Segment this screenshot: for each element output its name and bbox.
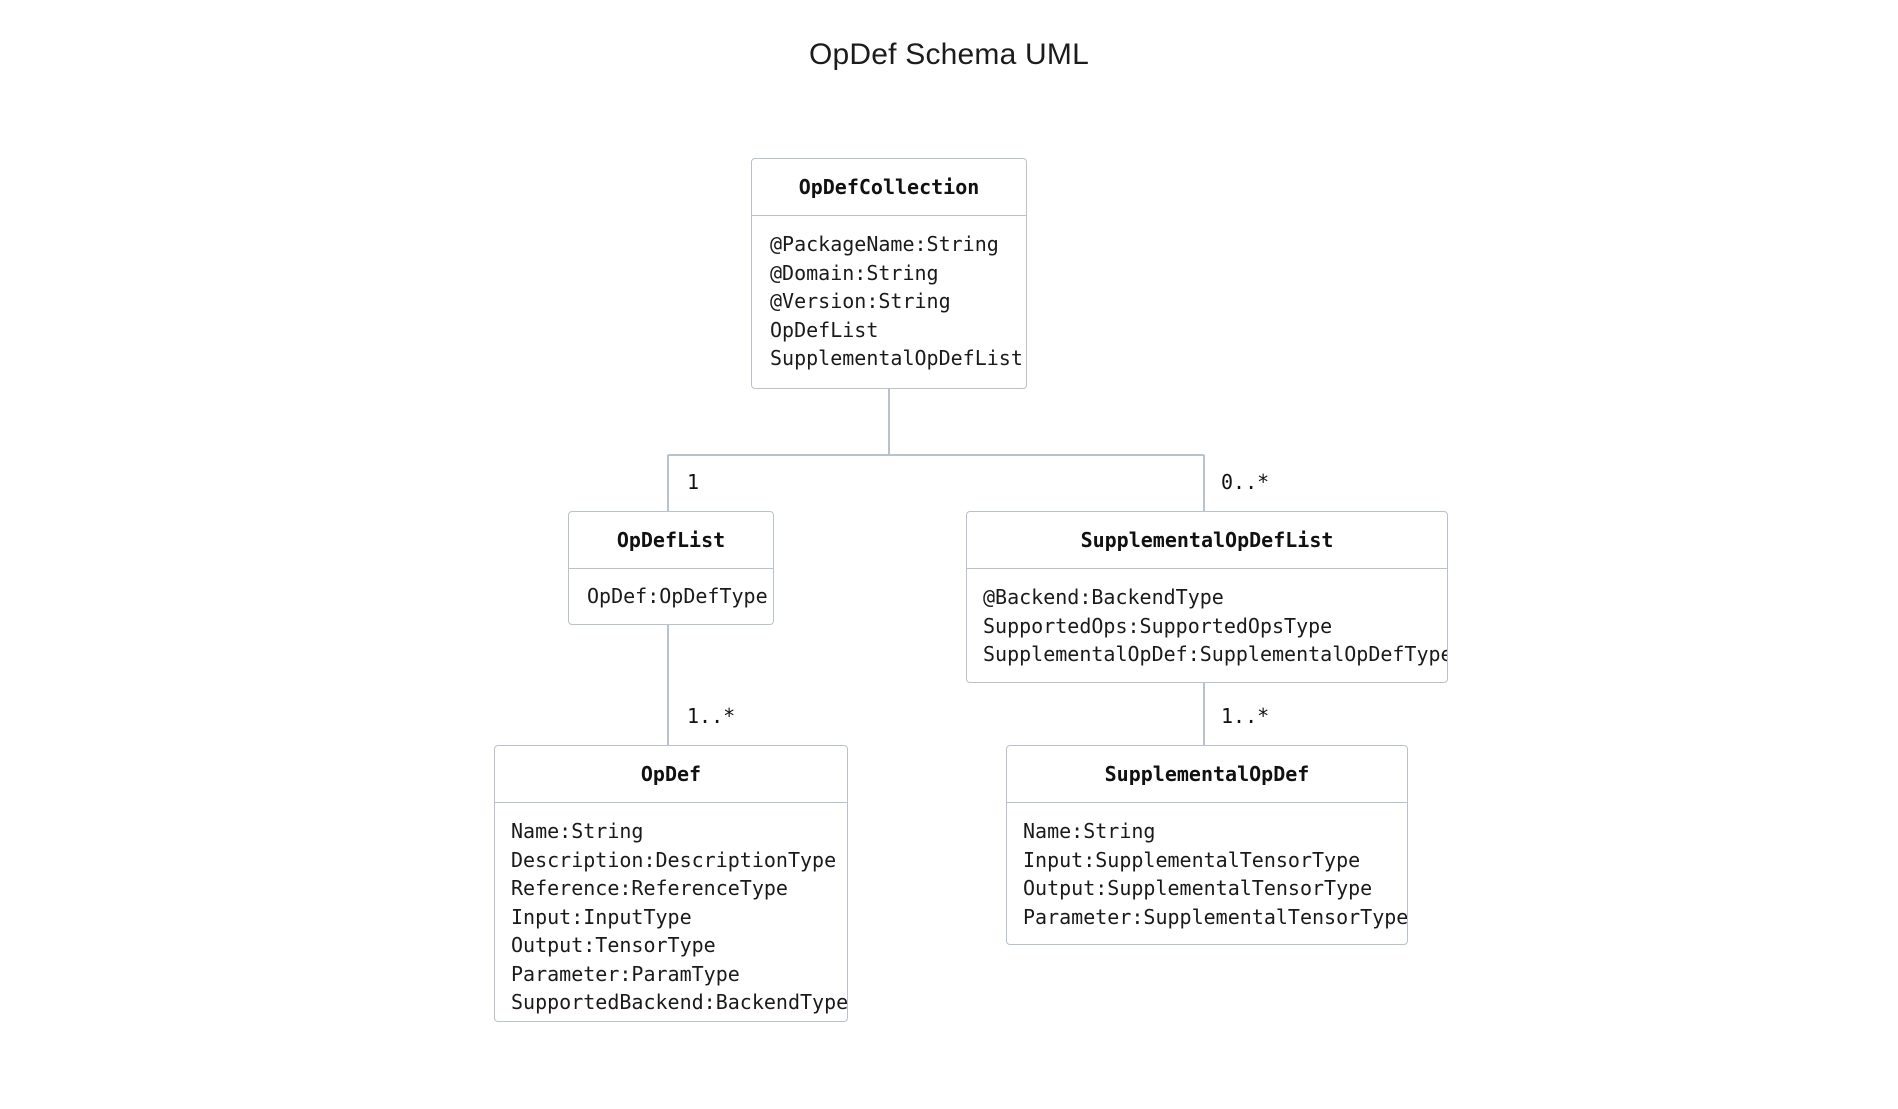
uml-attribute: Description:DescriptionType (511, 847, 837, 872)
page-title: OpDef Schema UML (809, 38, 1089, 71)
uml-attribute: Parameter:ParamType (511, 961, 740, 986)
uml-divider (1007, 802, 1407, 803)
multiplicity-label-opdeflist: 1 (687, 470, 700, 494)
uml-class-opdeflist[interactable]: OpDefList OpDef:OpDefType (568, 511, 774, 625)
uml-attribute: SupplementalOpDefList (770, 346, 1023, 370)
uml-attribute-list: Name:String Input:SupplementalTensorType… (1007, 803, 1408, 944)
uml-divider (752, 215, 1026, 216)
uml-class-name: SupplementalOpDef (1104, 762, 1310, 786)
multiplicity-label-supplementalopdef: 1..* (1221, 704, 1270, 728)
uml-attribute-list: @Backend:BackendType SupportedOps:Suppor… (967, 569, 1448, 682)
uml-attribute: Output:TensorType (511, 933, 716, 957)
uml-attribute: Parameter:SupplementalTensorType (1023, 904, 1408, 929)
uml-attribute: OpDefList (770, 317, 879, 342)
uml-divider (495, 802, 847, 803)
uml-attribute-list: Name:String Description:DescriptionType … (495, 803, 848, 1021)
uml-attribute: Reference:ReferenceType (511, 876, 788, 900)
uml-attribute-list: @PackageName:String @Domain:String @Vers… (752, 216, 1026, 387)
uml-class-name: OpDef (640, 762, 702, 786)
uml-divider (569, 568, 773, 569)
uml-attribute: Name:String (511, 819, 644, 843)
uml-class-supplementalopdef[interactable]: SupplementalOpDef Name:String Input:Supp… (1006, 745, 1408, 945)
uml-class-name: SupplementalOpDefList (1080, 528, 1334, 552)
uml-attribute-list: OpDef:OpDefType (569, 569, 773, 624)
uml-attribute: Name:String (1023, 819, 1156, 843)
multiplicity-label-supplementalopdeflist: 0..* (1221, 470, 1270, 494)
uml-attribute: @Backend:BackendType (983, 585, 1224, 609)
uml-attribute: SupportedOps:SupportedOpsType (983, 613, 1333, 638)
uml-attribute: Input:InputType (511, 904, 692, 929)
uml-attribute: SupplementalOpDef:SupplementalOpDefType (983, 642, 1448, 666)
uml-class-opdefcollection[interactable]: OpDefCollection @PackageName:String @Dom… (751, 158, 1027, 389)
uml-class-supplementalopdeflist[interactable]: SupplementalOpDefList @Backend:BackendTy… (966, 511, 1448, 683)
uml-attribute: @Domain:String (770, 260, 939, 285)
uml-class-name: OpDefList (616, 528, 726, 552)
uml-attribute: SupportedBackend:BackendType (511, 990, 848, 1014)
uml-divider (967, 568, 1447, 569)
uml-attribute: OpDef:OpDefType (587, 584, 768, 608)
uml-attribute: Output:SupplementalTensorType (1023, 876, 1373, 900)
uml-attribute: @Version:String (770, 289, 951, 313)
multiplicity-label-opdef: 1..* (687, 704, 736, 728)
uml-attribute: Input:SupplementalTensorType (1023, 847, 1361, 872)
uml-class-opdef[interactable]: OpDef Name:String Description:Descriptio… (494, 745, 848, 1022)
uml-class-name: OpDefCollection (798, 175, 980, 199)
uml-attribute: @PackageName:String (770, 232, 999, 256)
